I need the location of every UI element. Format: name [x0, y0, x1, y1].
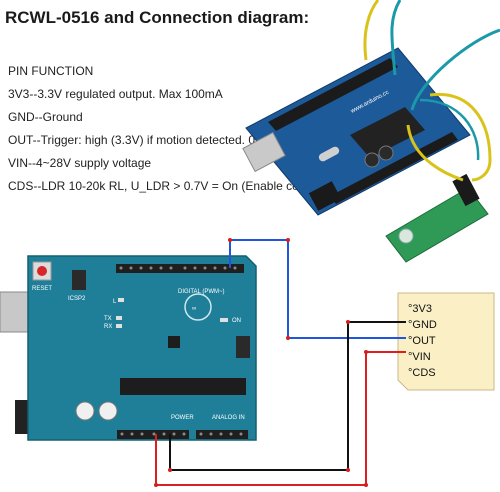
wire-joint — [364, 483, 368, 487]
analog-label: ANALOG IN — [212, 415, 245, 421]
photo-wire-teal — [390, 0, 402, 76]
digital-header — [116, 264, 244, 273]
photo-wire-yellow-2 — [406, 124, 464, 182]
arduino-logo — [184, 293, 212, 321]
photo-arduino-with-sensor: www.arduino.cc — [242, 0, 500, 263]
photo-capacitor — [378, 145, 394, 161]
wire-joint — [228, 238, 232, 242]
photo-chip — [350, 107, 425, 158]
capacitor-1 — [75, 401, 95, 421]
led-tx-label: TX — [104, 316, 112, 322]
header-pins — [119, 266, 243, 436]
wire-joint — [346, 320, 350, 324]
capacitor-2 — [98, 401, 118, 421]
digital-label: DIGITAL (PWM~) — [178, 289, 225, 295]
led-l — [118, 298, 124, 302]
arduino-board: RESET ICSP2 DIGITAL (PWM~) L TX RX ∞ ON … — [0, 255, 257, 441]
sensor-pin-note: °3V3 °GND °OUT °VIN °CDS — [397, 292, 495, 391]
pin-out: °OUT — [408, 335, 436, 347]
board-outline — [27, 255, 257, 441]
photo-wire-teal-3 — [419, 98, 480, 161]
photo-power-jack — [308, 181, 342, 211]
photo-usb-port — [242, 131, 286, 173]
spec-line-gnd: GND--Ground — [8, 110, 83, 124]
wire-joint — [168, 468, 172, 472]
spec-line-cds: CDS--LDR 10-20k RL, U_LDR > 0.7V = On (E… — [8, 179, 340, 193]
spec-line-3v3: 3V3--3.3V regulated output. Max 100mA — [8, 87, 223, 101]
wire-joint — [286, 238, 290, 242]
icsp2-label: ICSP2 — [68, 296, 86, 302]
led-l-label: L — [113, 299, 117, 305]
spec-line-vin: VIN--4~28V supply voltage — [8, 156, 152, 170]
note-paper — [397, 292, 495, 391]
pin-cds: °CDS — [408, 367, 436, 379]
spec-line-pin-function: PIN FUNCTION — [8, 64, 94, 78]
pin-vin: °VIN — [408, 351, 431, 363]
photo-sensor-module — [385, 187, 489, 263]
photo-crystal — [318, 146, 340, 162]
photo-wire-yellow — [363, 0, 380, 61]
photo-wire-yellow-3 — [429, 92, 492, 182]
photo-sensor-header — [452, 173, 480, 207]
icsp-header — [236, 336, 250, 358]
reset-label: RESET — [32, 286, 52, 292]
wire-joint — [346, 468, 350, 472]
photo-capacitor — [364, 152, 380, 168]
icsp2-header — [72, 270, 86, 290]
small-chip — [168, 336, 180, 348]
wire-joint — [286, 336, 290, 340]
wire-joint — [364, 350, 368, 354]
pin-gnd: °GND — [408, 319, 437, 331]
on-label: ON — [232, 318, 241, 324]
power-label: POWER — [171, 415, 194, 421]
microcontroller-chip — [120, 378, 246, 395]
led-tx — [116, 316, 122, 320]
reset-button-cap — [37, 266, 47, 276]
photo-header-bottom — [330, 132, 458, 204]
led-rx — [116, 324, 122, 328]
page-title: RCWL-0516 and Connection diagram: — [5, 8, 310, 27]
arduino-logo-symbol: ∞ — [192, 306, 196, 312]
led-rx-label: RX — [104, 324, 112, 330]
photo-wire-teal-2 — [410, 28, 500, 111]
photo-header-top — [268, 58, 398, 131]
photo-sensor-ldr — [398, 228, 414, 244]
on-led — [220, 318, 228, 322]
pin-3v3: °3V3 — [408, 303, 432, 315]
wire-joint — [154, 483, 158, 487]
spec-line-out: OUT--Trigger: high (3.3V) if motion dete… — [8, 133, 307, 147]
